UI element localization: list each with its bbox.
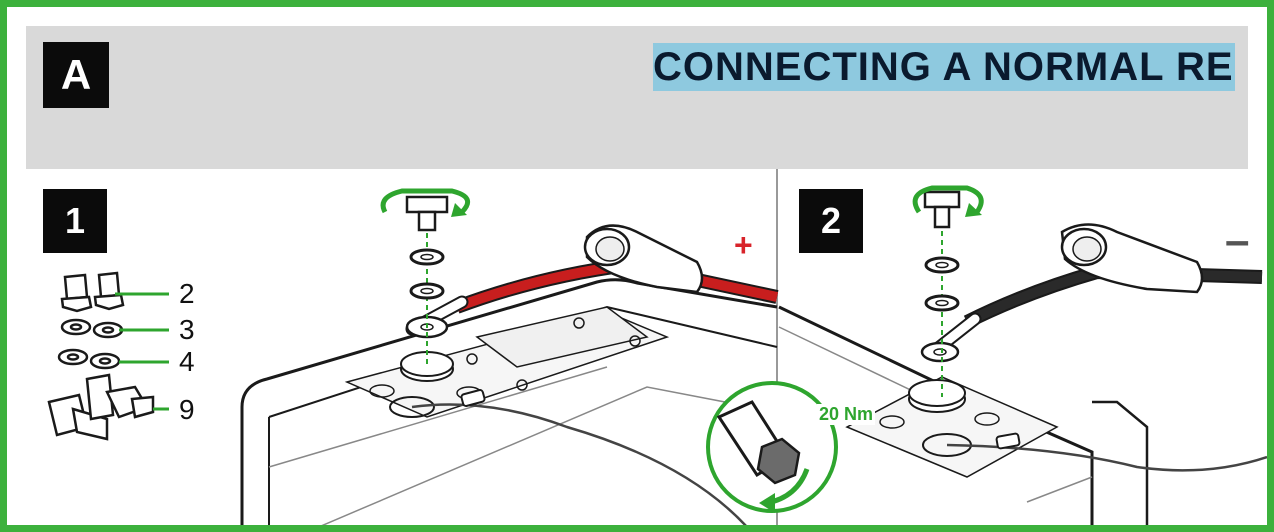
illustration xyxy=(47,169,1267,525)
part-label-terminal-covers: 9 xyxy=(179,394,195,425)
section-letter: A xyxy=(43,42,109,108)
part-label-bolts: 2 xyxy=(179,278,195,309)
negative-sign: – xyxy=(1225,216,1250,265)
page-title: CONNECTING A NORMAL RELAY xyxy=(653,43,1235,91)
part-label-spring-washers: 3 xyxy=(179,314,195,345)
torque-wrench-icon xyxy=(706,381,838,513)
bolt-stack-left xyxy=(380,188,471,367)
part-leader-lines xyxy=(115,292,169,411)
battery-left xyxy=(240,278,778,525)
bolt-stack-right xyxy=(912,185,984,397)
bolt-icon xyxy=(405,195,449,214)
negative-cable xyxy=(920,223,1263,363)
torque-label: 20 Nm xyxy=(817,404,876,425)
positive-sign: + xyxy=(734,227,753,263)
rotate-arrow-icon xyxy=(380,188,471,214)
part-label-flat-washers: 4 xyxy=(179,346,195,377)
parts-illustrations xyxy=(47,271,155,441)
positive-cable xyxy=(405,224,779,339)
step-1-badge: 1 xyxy=(43,189,107,253)
step-2-badge: 2 xyxy=(799,189,863,253)
